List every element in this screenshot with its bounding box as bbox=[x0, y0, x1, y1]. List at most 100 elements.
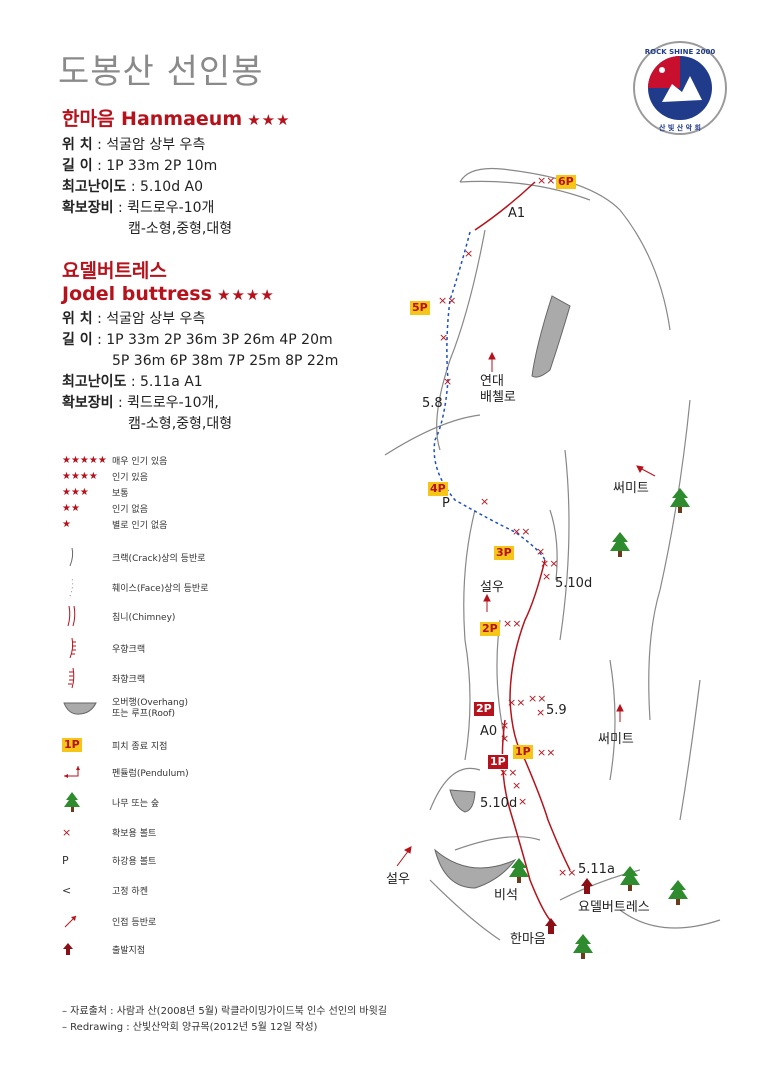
svg-text:××: ×× bbox=[503, 617, 521, 630]
route1-name: 한마음 Hanmaeum bbox=[62, 108, 243, 130]
route1-gear-2: 캠-소형,중형,대형 bbox=[128, 221, 233, 237]
overhang-bottom bbox=[434, 848, 517, 889]
pendulum-icon bbox=[64, 766, 80, 778]
label-hanmaeum: 한마음 bbox=[510, 932, 546, 947]
grade-5-10d-bottom: 5.10d bbox=[480, 796, 518, 811]
route2-name-en: Jodel buttress bbox=[62, 283, 212, 305]
svg-text:××: ×× bbox=[540, 557, 558, 570]
grade-5-9: 5.9 bbox=[546, 703, 567, 718]
route2-location-label: 위 치 bbox=[62, 311, 93, 327]
pitch-2p: 2P bbox=[480, 622, 500, 636]
overhang-large bbox=[531, 295, 571, 378]
label-yodel: 요델버트레스 bbox=[578, 900, 650, 915]
legend-row: 우향크랙 bbox=[62, 636, 145, 660]
grade-5-8: 5.8 bbox=[422, 396, 443, 411]
left-crack-icon bbox=[68, 667, 75, 689]
route1-grade-label: 최고난이도 bbox=[62, 179, 127, 195]
label-seolwoo-2: 설우 bbox=[386, 872, 410, 887]
right-crack-icon bbox=[69, 637, 76, 659]
start-arrow-icon bbox=[581, 878, 593, 894]
svg-text:×: × bbox=[443, 375, 452, 388]
grade-5-11a: 5.11a bbox=[578, 862, 615, 877]
route1-length-label: 길 이 bbox=[62, 158, 93, 174]
legend-row: ★★인기 없음 bbox=[62, 503, 148, 515]
route2-info: 요델버트레스 Jodel buttress ★★★★ 위 치 : 석굴암 상부 … bbox=[62, 256, 338, 435]
svg-text:×: × bbox=[480, 495, 489, 508]
label-a1: A1 bbox=[508, 206, 526, 221]
svg-text:×: × bbox=[500, 719, 509, 732]
legend-row: 훼이스(Face)상의 등반로 bbox=[62, 576, 208, 598]
route2-gear-label: 확보장비 bbox=[62, 395, 114, 411]
legend-row: 출발지점 bbox=[62, 942, 145, 956]
pitch-1p: 1P bbox=[513, 745, 533, 759]
start-arrow-icon bbox=[63, 943, 73, 955]
svg-text:×: × bbox=[536, 706, 545, 719]
pitch-4p: 4P bbox=[428, 482, 448, 496]
route2-grade-label: 최고난이도 bbox=[62, 374, 127, 390]
route2-length-1: : 1P 33m 2P 36m 3P 26m 4P 20m bbox=[97, 332, 333, 348]
tree-icon bbox=[670, 488, 690, 513]
overhang-small bbox=[449, 789, 476, 813]
legend-row: < 고정 하켄 bbox=[62, 884, 148, 897]
route1-length: : 1P 33m 2P 10m bbox=[97, 158, 218, 174]
svg-text:×: × bbox=[464, 247, 473, 260]
route2-name-ko: 요델버트레스 bbox=[62, 260, 167, 282]
label-yeondae: 연대 배첼로 bbox=[480, 374, 516, 405]
legend-row: ★★★★인기 있음 bbox=[62, 471, 148, 483]
route1-grade: : 5.10d A0 bbox=[130, 179, 204, 195]
legend-row: P 하강용 볼트 bbox=[62, 854, 157, 867]
overhang-icon bbox=[63, 702, 97, 715]
grade-5-10d-top: 5.10d bbox=[555, 576, 593, 591]
tree-icon bbox=[573, 934, 593, 959]
legend-row: 크랙(Crack)상의 등반로 bbox=[62, 546, 206, 568]
legend-row: 펜듈럼(Pendulum) bbox=[62, 764, 189, 780]
rock-outlines bbox=[384, 167, 721, 941]
chimney-icon bbox=[67, 605, 76, 627]
svg-text:××: ×× bbox=[537, 746, 555, 759]
svg-text:×: × bbox=[439, 331, 448, 344]
route-a1-crack bbox=[474, 181, 536, 231]
legend-row: × 확보용 볼트 bbox=[62, 826, 157, 839]
route1-info: 한마음 Hanmaeum ★★★ 위 치 : 석굴암 상부 우측 길 이 : 1… bbox=[62, 104, 291, 240]
adjacent-route-icon bbox=[64, 915, 77, 928]
label-biseok: 비석 bbox=[494, 888, 518, 903]
footer-redrawing: – Redrawing : 산빛산악회 양규목(2012년 5월 12일 작성) bbox=[62, 1022, 318, 1033]
legend-row: 1P 피치 종료 지점 bbox=[62, 738, 168, 752]
svg-text:×: × bbox=[500, 732, 509, 745]
pitch-5p: 5P bbox=[410, 301, 430, 315]
route2-gear-2: 캠-소형,중형,대형 bbox=[128, 416, 233, 432]
route1-gear-label: 확보장비 bbox=[62, 200, 114, 216]
route2-stars: ★★★★ bbox=[217, 286, 275, 304]
route2-length-label: 길 이 bbox=[62, 332, 93, 348]
tree-icon bbox=[620, 866, 640, 891]
svg-text:××: ×× bbox=[558, 866, 576, 879]
route-upper bbox=[433, 231, 546, 561]
svg-text:××: ×× bbox=[512, 525, 530, 538]
legend-row: 침니(Chimney) bbox=[62, 604, 175, 628]
route1-location-label: 위 치 bbox=[62, 137, 93, 153]
svg-text:××: ×× bbox=[438, 294, 456, 307]
label-summit-2: 써미트 bbox=[598, 732, 634, 747]
label-summit-1: 써미트 bbox=[613, 481, 649, 496]
rock-shine-logo: ROCK SHINE 2000 산 빛 산 악 회 bbox=[632, 40, 728, 136]
svg-text:×: × bbox=[512, 779, 521, 792]
route2-grade: : 5.11a A1 bbox=[130, 374, 203, 390]
svg-text:×: × bbox=[536, 545, 545, 558]
route1-gear-1: : 퀵드로우-10개 bbox=[117, 200, 215, 216]
svg-text:××: ×× bbox=[507, 696, 525, 709]
tree-icon bbox=[610, 532, 630, 557]
legend-row: 나무 또는 숲 bbox=[62, 790, 159, 814]
svg-text:×: × bbox=[518, 795, 527, 808]
pitch-1p-red: 1P bbox=[487, 750, 509, 770]
legend-row: ★별로 인기 없음 bbox=[62, 519, 168, 531]
tree-icon bbox=[64, 792, 80, 812]
logo-bottom-text: 산 빛 산 악 회 bbox=[659, 123, 701, 132]
label-p-bolt: P bbox=[442, 496, 450, 511]
face-dots-icon bbox=[69, 577, 74, 597]
route-yodel-crack bbox=[509, 559, 571, 871]
adjacent-route-arrows bbox=[396, 351, 656, 867]
footer-source: – 자료출처 : 사람과 산(2008년 5월) 락클라이밍가이드북 인수 선인… bbox=[62, 1006, 387, 1017]
legend-row: ★★★보통 bbox=[62, 487, 129, 499]
tree-icon bbox=[668, 880, 688, 905]
